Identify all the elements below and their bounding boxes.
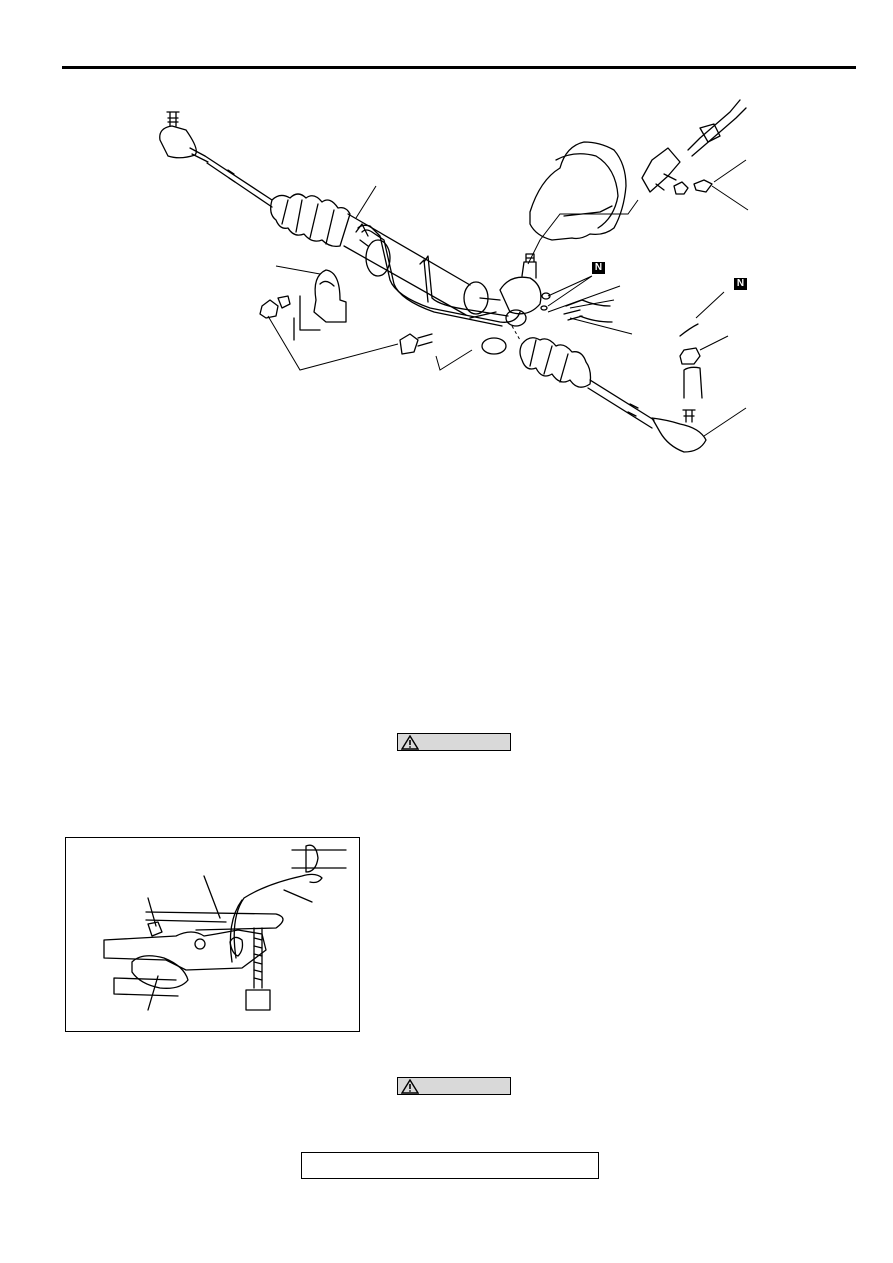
- warning-triangle-icon: [401, 735, 419, 750]
- caution-box: [397, 733, 511, 751]
- steering-gear-diagram: [159, 99, 749, 453]
- new-part-badge: N: [734, 278, 747, 290]
- inset-figure: [65, 837, 360, 1032]
- warning-triangle-icon: [401, 1079, 419, 1094]
- new-part-badge: N: [592, 262, 605, 274]
- header-rule: [62, 66, 856, 69]
- ball-joint-remover-icon: [103, 844, 347, 1011]
- caution-box: [397, 1077, 511, 1095]
- note-box: [301, 1152, 599, 1179]
